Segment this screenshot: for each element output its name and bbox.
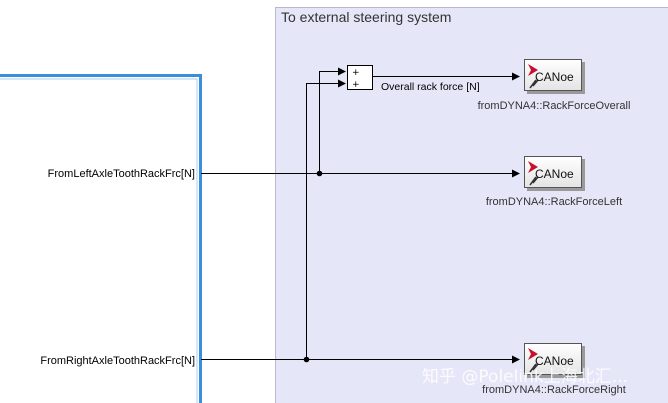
wire-right-to-sum[interactable] [306,79,346,360]
branch-point-right [303,356,310,363]
canoe-label: CANoe [535,70,574,84]
watermark-text: 知乎 @Polelink上海北汇... [422,367,628,387]
port-label-left-axle: FromLeftAxleToothRackFrc[N] [48,168,195,180]
overall-force-label: Overall rack force [N] [381,81,480,93]
left-subsystem-block[interactable]: FromLeftAxleToothRackFrc[N] FromRightAxl… [0,74,202,403]
canoe-label: CANoe [535,354,574,368]
left-block-inner-line [0,78,198,403]
sum-block[interactable]: + + [347,65,373,91]
canoe-block-name-overall: fromDYNA4::RackForceOverall [478,100,631,112]
canoe-logo-icon [528,161,538,173]
canoe-label: CANoe [535,167,574,181]
wire-left-to-sum[interactable] [319,67,346,174]
sum-block-body [347,65,373,90]
chain-link-icon [529,176,539,186]
canoe-logo-icon [528,348,538,360]
canoe-block-right[interactable]: CANoe [524,343,586,379]
chain-link-icon [529,363,539,373]
subsystem-title: To external steering system [281,9,451,25]
canoe-logo-icon [528,64,538,76]
canoe-block-name-right: fromDYNA4::RackForceRight [482,384,626,396]
sum-sign-1: + [352,68,360,78]
canoe-block-overall[interactable]: CANoe [524,59,586,95]
chain-link-icon [529,79,539,89]
signal-wires [201,67,520,364]
left-block-border [0,74,202,403]
branch-point-left [316,170,323,177]
canoe-block-left[interactable]: CANoe [524,156,586,192]
sum-sign-2: + [352,80,360,90]
port-label-right-axle: FromRightAxleToothRackFrc[N] [40,355,195,367]
canoe-block-name-left: fromDYNA4::RackForceLeft [486,196,622,208]
